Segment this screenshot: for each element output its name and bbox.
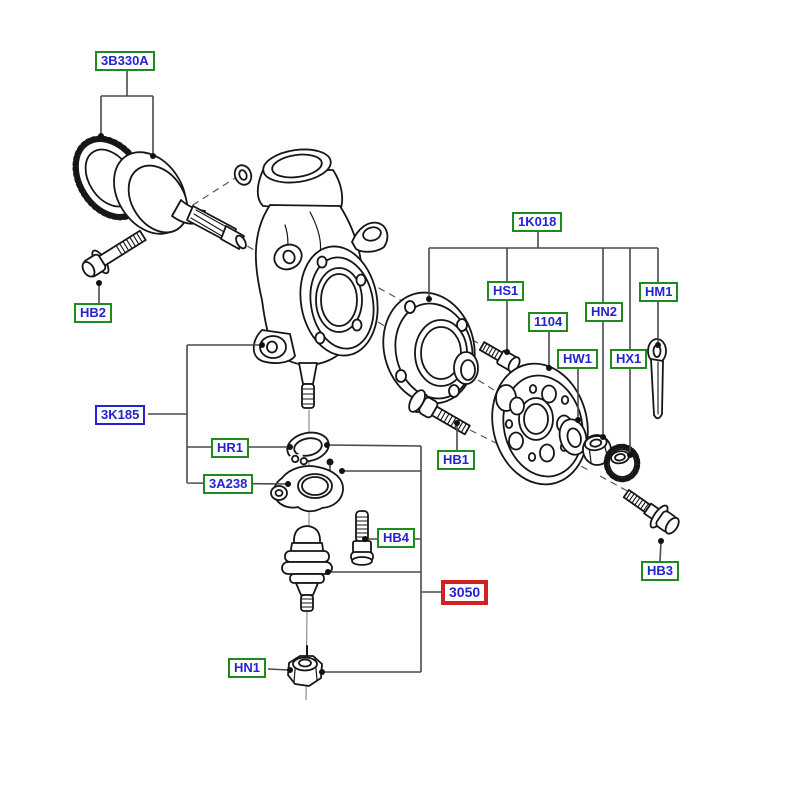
part-label-1k018[interactable]: 1K018 [512, 212, 563, 232]
part-label-hb4[interactable]: HB4 [377, 528, 416, 548]
hb2-bolt-drawing [81, 229, 147, 278]
ball-joint-drawing [281, 525, 333, 612]
leader-lines [98, 69, 662, 673]
cv-joint-shaft-drawing [113, 151, 247, 250]
part-label-hb2[interactable]: HB2 [74, 303, 113, 323]
hw1-washer-drawing [558, 418, 588, 456]
part-label-hn1[interactable]: HN1 [228, 658, 267, 678]
part-label-hb3[interactable]: HB3 [641, 561, 680, 581]
part-label-3050-highlighted[interactable]: 3050 [441, 580, 489, 605]
part-label-hs1[interactable]: HS1 [487, 281, 525, 301]
hr1-seal-ring-drawing [286, 431, 330, 468]
knuckle-seal-plate-drawing [270, 458, 344, 513]
part-label-hb1[interactable]: HB1 [437, 450, 476, 470]
part-label-3k185[interactable]: 3K185 [95, 405, 146, 425]
part-label-3b330a[interactable]: 3B330A [95, 51, 155, 71]
hb3-bolt-drawing [622, 489, 680, 535]
part-label-hr1[interactable]: HR1 [211, 438, 250, 458]
leader-dots [96, 133, 664, 675]
hm1-cotter-pin-drawing [647, 338, 667, 420]
part-label-hn2[interactable]: HN2 [585, 302, 624, 322]
part-label-hm1[interactable]: HM1 [639, 282, 679, 302]
hn1-nut-drawing [287, 645, 323, 687]
hs1-bolt-drawing [478, 341, 521, 373]
hn2-nut-drawing [582, 434, 612, 466]
part-label-hw1[interactable]: HW1 [557, 349, 598, 369]
wheel-bearing-hub-drawing [382, 291, 479, 405]
hub-flange-drawing [491, 362, 589, 486]
steering-knuckle-drawing [233, 148, 389, 409]
hb4-bolt-drawing [350, 510, 374, 566]
part-label-3a238[interactable]: 3A238 [203, 474, 254, 494]
part-label-1104[interactable]: 1104 [528, 312, 569, 332]
part-label-hx1[interactable]: HX1 [610, 349, 648, 369]
hx1-castle-nut-drawing [603, 443, 641, 483]
hb1-bolt-drawing [408, 389, 471, 436]
